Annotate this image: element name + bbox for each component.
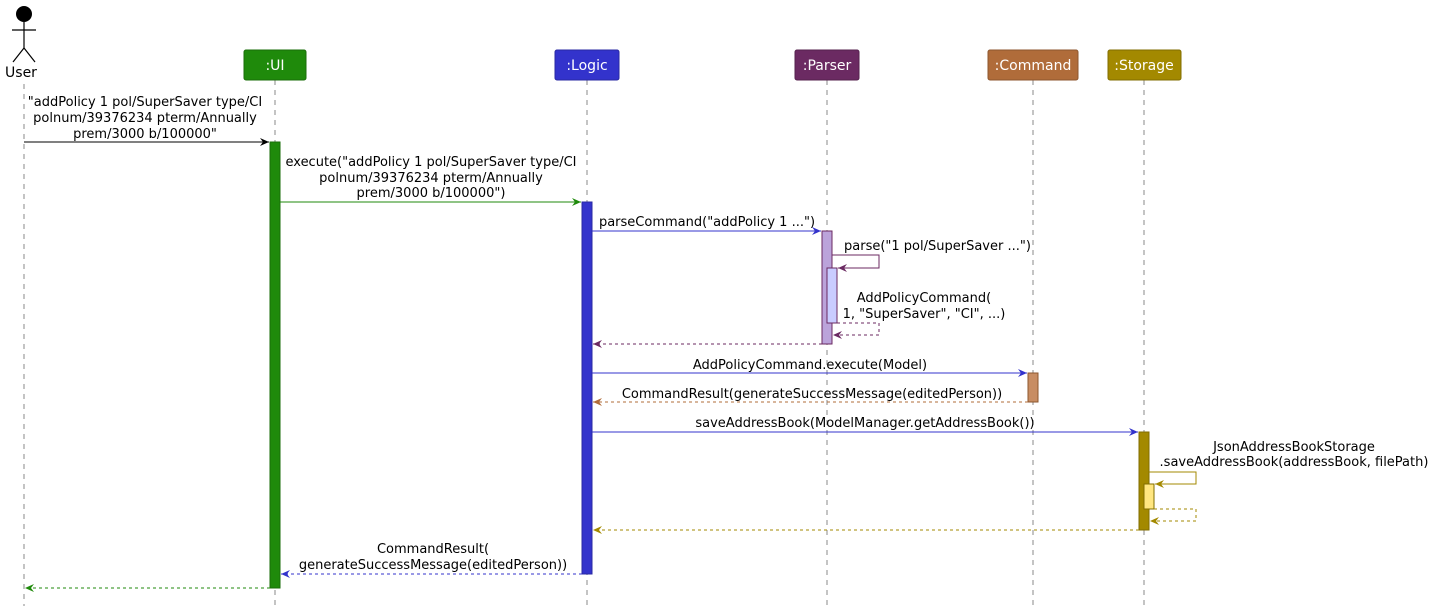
message-label-line: AddPolicyCommand( [857, 291, 991, 306]
message-json-storage-save: JsonAddressBookStorage .saveAddressBook(… [1149, 440, 1429, 488]
message-arrow [833, 322, 880, 339]
activation-storage-nested [1143, 483, 1155, 510]
actor-label: User [5, 65, 37, 81]
message-addpolicycommand-return: AddPolicyCommand( 1, "SuperSaver", "CI",… [833, 291, 1006, 339]
message-logic-return: CommandResult( generateSuccessMessage(ed… [281, 542, 582, 578]
message-addpolicy-input: "addPolicy 1 pol/SuperSaver type/CI poln… [24, 95, 269, 146]
message-label-line: polnum/39376234 pterm/Annually [33, 111, 257, 126]
actor-user: User [5, 6, 37, 81]
message-label-line: parse("1 pol/SuperSaver ...") [844, 239, 1031, 254]
participant-storage-label: :Storage [1114, 58, 1174, 74]
participant-logic: :Logic [554, 49, 620, 81]
participant-logic-label: :Logic [566, 58, 607, 74]
message-label-line: polnum/39376234 pterm/Annually [319, 171, 543, 186]
participant-command-label: :Command [995, 58, 1072, 74]
message-command-execute: AddPolicyCommand.execute(Model) [592, 358, 1027, 377]
message-arrow [832, 254, 880, 272]
message-label-line: CommandResult( [377, 542, 489, 557]
participant-storage-box [1107, 49, 1182, 81]
message-json-storage-return [1150, 508, 1197, 525]
message-parse-command: parseCommand("addPolicy 1 ...") [592, 215, 821, 235]
participant-parser-box [794, 49, 860, 81]
message-save-address-book: saveAddressBook(ModelManager.getAddressB… [592, 416, 1138, 436]
activation-storage [1138, 431, 1150, 531]
message-label-line: .saveAddressBook(addressBook, filePath) [1160, 455, 1429, 470]
participant-command: :Command [987, 49, 1079, 81]
message-label-line: prem/3000 b/100000") [357, 186, 506, 201]
actor-head [16, 6, 32, 22]
participant-ui-box [243, 49, 307, 81]
activation-parser-nested [826, 267, 838, 324]
message-label-line: CommandResult(generateSuccessMessage(edi… [622, 387, 1002, 402]
message-label-line: generateSuccessMessage(editedPerson)) [299, 558, 567, 573]
message-label-line: "addPolicy 1 pol/SuperSaver type/CI [28, 95, 262, 110]
message-label-line: prem/3000 b/100000" [73, 127, 217, 142]
participant-parser: :Parser [794, 49, 860, 81]
participant-storage: :Storage [1107, 49, 1182, 81]
message-label-line: saveAddressBook(ModelManager.getAddressB… [695, 416, 1034, 431]
message-label-line: execute("addPolicy 1 pol/SuperSaver type… [286, 155, 577, 170]
message-label-line: AddPolicyCommand.execute(Model) [693, 358, 927, 373]
activation-ui [269, 141, 281, 589]
message-parse-self: parse("1 pol/SuperSaver ...") [832, 239, 1031, 272]
participant-parser-label: :Parser [803, 58, 852, 74]
message-arrow [1150, 508, 1197, 525]
actor-leg-left [12, 47, 25, 63]
message-execute: execute("addPolicy 1 pol/SuperSaver type… [280, 155, 581, 206]
participant-command-box [987, 49, 1079, 81]
message-label-line: 1, "SuperSaver", "CI", ...) [843, 307, 1006, 322]
participant-ui-label: :UI [265, 58, 284, 74]
message-command-result: CommandResult(generateSuccessMessage(edi… [593, 387, 1028, 406]
message-label-line: JsonAddressBookStorage [1212, 440, 1375, 455]
message-label-line: parseCommand("addPolicy 1 ...") [599, 215, 815, 230]
actor-leg-right [23, 47, 36, 63]
activation-logic [581, 201, 593, 575]
message-arrow [1149, 471, 1197, 488]
activation-command [1027, 372, 1039, 403]
participant-logic-box [554, 49, 620, 81]
participant-ui: :UI [243, 49, 307, 81]
